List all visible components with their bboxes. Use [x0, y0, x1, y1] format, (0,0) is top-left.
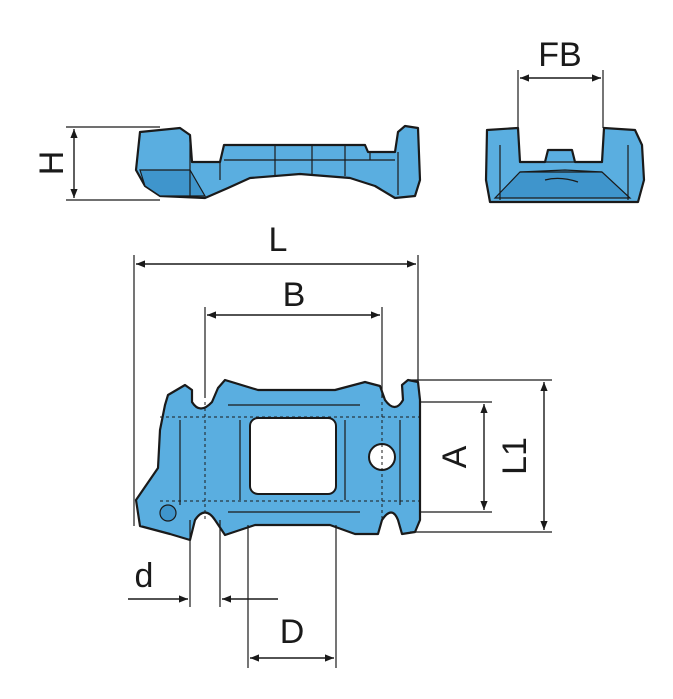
dimension-l: L [133, 221, 419, 526]
label-fb: FB [538, 36, 581, 74]
side-view [134, 124, 422, 200]
dimension-b: B [204, 276, 383, 398]
label-h: H [33, 151, 71, 176]
center-opening [249, 417, 337, 495]
label-b: B [283, 276, 306, 314]
dimension-d-large: D [247, 525, 337, 668]
label-d-large: D [280, 613, 305, 651]
label-l1: L1 [496, 437, 534, 475]
label-a: A [436, 445, 474, 468]
dimension-d-small: d [128, 520, 278, 607]
dimension-a: A [420, 401, 492, 513]
plan-view [134, 378, 422, 542]
dimension-l1: L1 [410, 379, 552, 533]
left-screw-icon [159, 504, 177, 522]
label-l: L [269, 221, 288, 259]
end-view [484, 126, 646, 204]
dimension-fb: FB [517, 36, 604, 128]
dimension-h: H [33, 126, 160, 201]
label-d: d [135, 557, 154, 595]
